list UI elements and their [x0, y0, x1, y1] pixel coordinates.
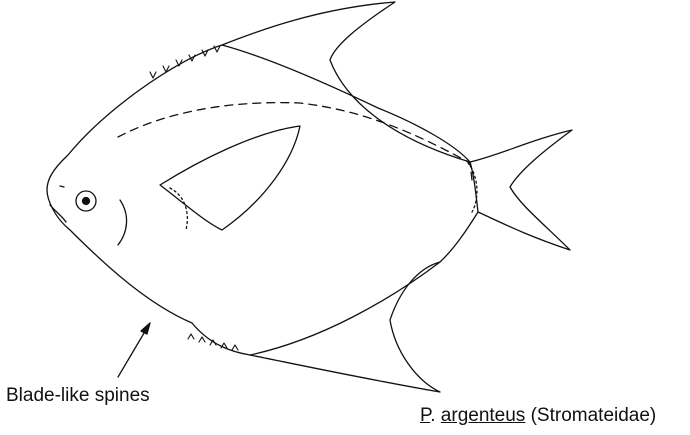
gill-line [118, 200, 127, 245]
callout-label: Blade-like spines [6, 385, 150, 407]
caption-dot: . [430, 405, 435, 426]
caption-family: (Stromateidae) [531, 405, 657, 426]
caudal-fin [470, 130, 572, 250]
mouth [50, 205, 66, 222]
caption-species: argenteus [441, 405, 526, 426]
dorsal-fin [222, 2, 470, 162]
pupil [83, 198, 90, 205]
callout-arrow-head [141, 323, 150, 334]
caption-genus: P [420, 405, 430, 426]
dorsal-spines [150, 46, 220, 78]
anal-fin [250, 262, 440, 392]
pectoral-fin [160, 126, 300, 230]
body-outline [47, 45, 478, 355]
figure-caption: P. argenteus (Stromateidae) [420, 405, 656, 427]
nostril [60, 186, 64, 187]
